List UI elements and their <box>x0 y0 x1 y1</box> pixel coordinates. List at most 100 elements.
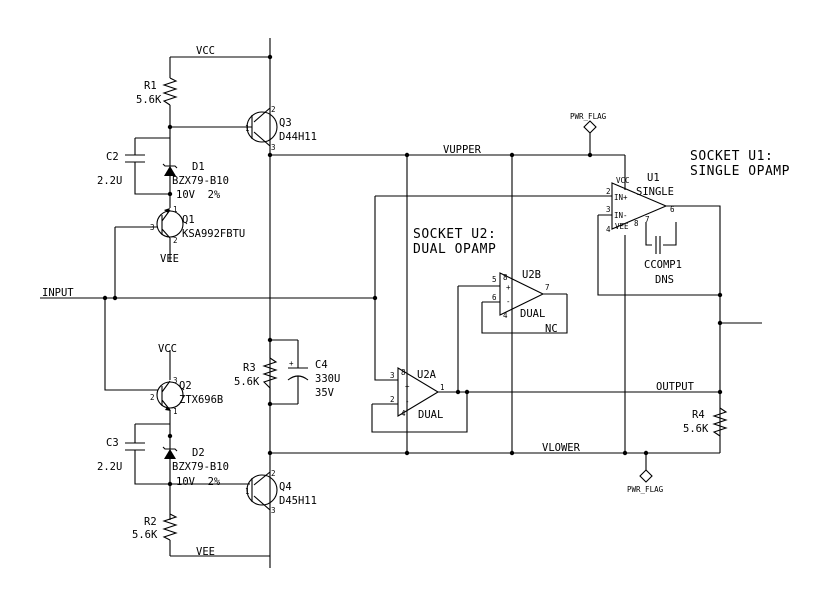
d1-spec: 10V 2% <box>176 189 221 201</box>
svg-text:-: - <box>405 397 410 406</box>
u2b-ref: U2B <box>522 269 541 281</box>
net-vcc-top: VCC <box>196 45 215 57</box>
u2b-opamp-symbol: + - 5 6 7 8 4 <box>492 272 550 320</box>
d2-value: BZX79-B10 <box>172 461 229 473</box>
q1-transistor-symbol <box>156 208 184 239</box>
u2b-nc: NC <box>545 323 558 335</box>
net-vupper: VUPPER <box>443 144 482 156</box>
u1-pin-2: 2 <box>606 187 611 196</box>
u2b-pin-4: 4 <box>503 311 508 320</box>
c2-capacitor-symbol <box>125 150 145 167</box>
u1-pin-4: 4 <box>606 225 611 234</box>
u2a-pin-8: 8 <box>401 368 406 377</box>
c2-value: 2.2U <box>97 175 122 187</box>
net-vlower: VLOWER <box>542 442 581 454</box>
u1-pin-vee: VEE <box>615 222 629 231</box>
q4-pin-2: 2 <box>271 469 276 478</box>
u2a-pin-4: 4 <box>401 409 406 418</box>
u1-ref: U1 <box>647 172 660 184</box>
u1-pin-inp: IN+ <box>614 193 628 202</box>
d1-zener-diode-symbol <box>162 163 178 176</box>
net-vee-bottom: VEE <box>196 546 215 558</box>
socket-u2-label-line2: DUAL OPAMP <box>413 242 496 257</box>
r4-resistor-symbol <box>712 407 728 437</box>
u2a-ref: U2A <box>417 369 437 381</box>
u2a-value: DUAL <box>418 409 443 421</box>
q3-value: D44H11 <box>279 131 317 143</box>
q2-value: ZTX696B <box>179 394 223 406</box>
q3-pin-3: 3 <box>271 143 276 152</box>
net-output: OUTPUT <box>656 381 695 393</box>
u1-pin-7: 7 <box>645 215 650 224</box>
c3-capacitor-symbol <box>125 438 145 455</box>
u1-value: SINGLE <box>636 186 674 198</box>
ccomp1-value: DNS <box>655 274 674 286</box>
ccomp1-capacitor-symbol <box>655 236 661 254</box>
d2-spec: 10V 2% <box>176 476 221 488</box>
q1-pin-3: 3 <box>150 223 155 232</box>
q1-pin-1: 1 <box>173 205 178 214</box>
u1-pin-inn: IN- <box>614 211 628 220</box>
q2-pin-2: 2 <box>150 393 155 402</box>
d1-value: BZX79-B10 <box>172 175 229 187</box>
c2-ref: C2 <box>106 151 119 163</box>
pwr-flag-top-label: PWR_FLAG <box>570 112 607 121</box>
q4-pin-3: 3 <box>271 506 276 515</box>
u2b-pin-8: 8 <box>503 273 508 282</box>
svg-text:+: + <box>289 359 294 368</box>
r3-resistor-symbol <box>262 357 278 389</box>
d2-ref: D2 <box>192 447 205 459</box>
svg-text:+: + <box>405 382 410 391</box>
r1-resistor-symbol <box>162 77 178 106</box>
u1-opamp-symbol: 2 3 VCC IN+ IN- VEE 4 6 8 7 <box>606 176 675 234</box>
r4-ref: R4 <box>692 409 705 421</box>
c3-value: 2.2U <box>97 461 122 473</box>
u1-pin-8: 8 <box>634 219 639 228</box>
q4-transistor-symbol <box>246 474 278 506</box>
q2-ref: Q2 <box>179 380 192 392</box>
q3-pin-1: 1 <box>245 124 250 133</box>
q2-pin-1: 1 <box>173 407 178 416</box>
r2-value: 5.6K <box>132 529 158 541</box>
pwr-flag-bottom-symbol <box>639 469 653 483</box>
c4-rating: 35V <box>315 387 335 399</box>
socket-u1-label-line1: SOCKET U1: <box>690 149 773 164</box>
u2b-pin-5: 5 <box>492 275 497 284</box>
svg-text:+: + <box>506 283 511 292</box>
c4-ref: C4 <box>315 359 328 371</box>
junction-dots <box>102 54 723 487</box>
r2-resistor-symbol <box>162 513 178 541</box>
socket-u1-label-line2: SINGLE OPAMP <box>690 164 790 179</box>
r3-value: 5.6K <box>234 376 260 388</box>
u2b-pin-7: 7 <box>545 283 550 292</box>
q4-ref: Q4 <box>279 481 292 493</box>
q1-ref: Q1 <box>182 214 195 226</box>
u1-pin-3: 3 <box>606 205 611 214</box>
net-vcc-q2: VCC <box>158 343 177 355</box>
socket-u2-label-line1: SOCKET U2: <box>413 227 496 242</box>
q3-transistor-symbol <box>246 111 278 143</box>
c4-value: 330U <box>315 373 340 385</box>
u2a-opamp-symbol: + - 3 2 1 8 4 <box>390 367 445 418</box>
u2a-pin-2: 2 <box>390 395 395 404</box>
u2b-value: DUAL <box>520 308 545 320</box>
q3-ref: Q3 <box>279 117 292 129</box>
pwr-flag-top-symbol <box>583 120 597 134</box>
u2a-pin-1: 1 <box>440 383 445 392</box>
d2-zener-diode-symbol <box>162 446 178 459</box>
net-vee-q1: VEE <box>160 253 179 265</box>
r4-value: 5.6K <box>683 423 709 435</box>
q4-value: D45H11 <box>279 495 317 507</box>
u1-pin-vcc: VCC <box>616 176 630 185</box>
q3-pin-2: 2 <box>271 105 276 114</box>
r3-ref: R3 <box>243 362 256 374</box>
q1-value: KSA992FBTU <box>182 228 245 240</box>
d1-ref: D1 <box>192 161 205 173</box>
r1-value: 5.6K <box>136 94 162 106</box>
c4-capacitor-symbol: + <box>287 356 309 388</box>
u2a-pin-3: 3 <box>390 371 395 380</box>
q4-pin-1: 1 <box>245 487 250 496</box>
r2-ref: R2 <box>144 516 157 528</box>
wires <box>40 38 762 568</box>
